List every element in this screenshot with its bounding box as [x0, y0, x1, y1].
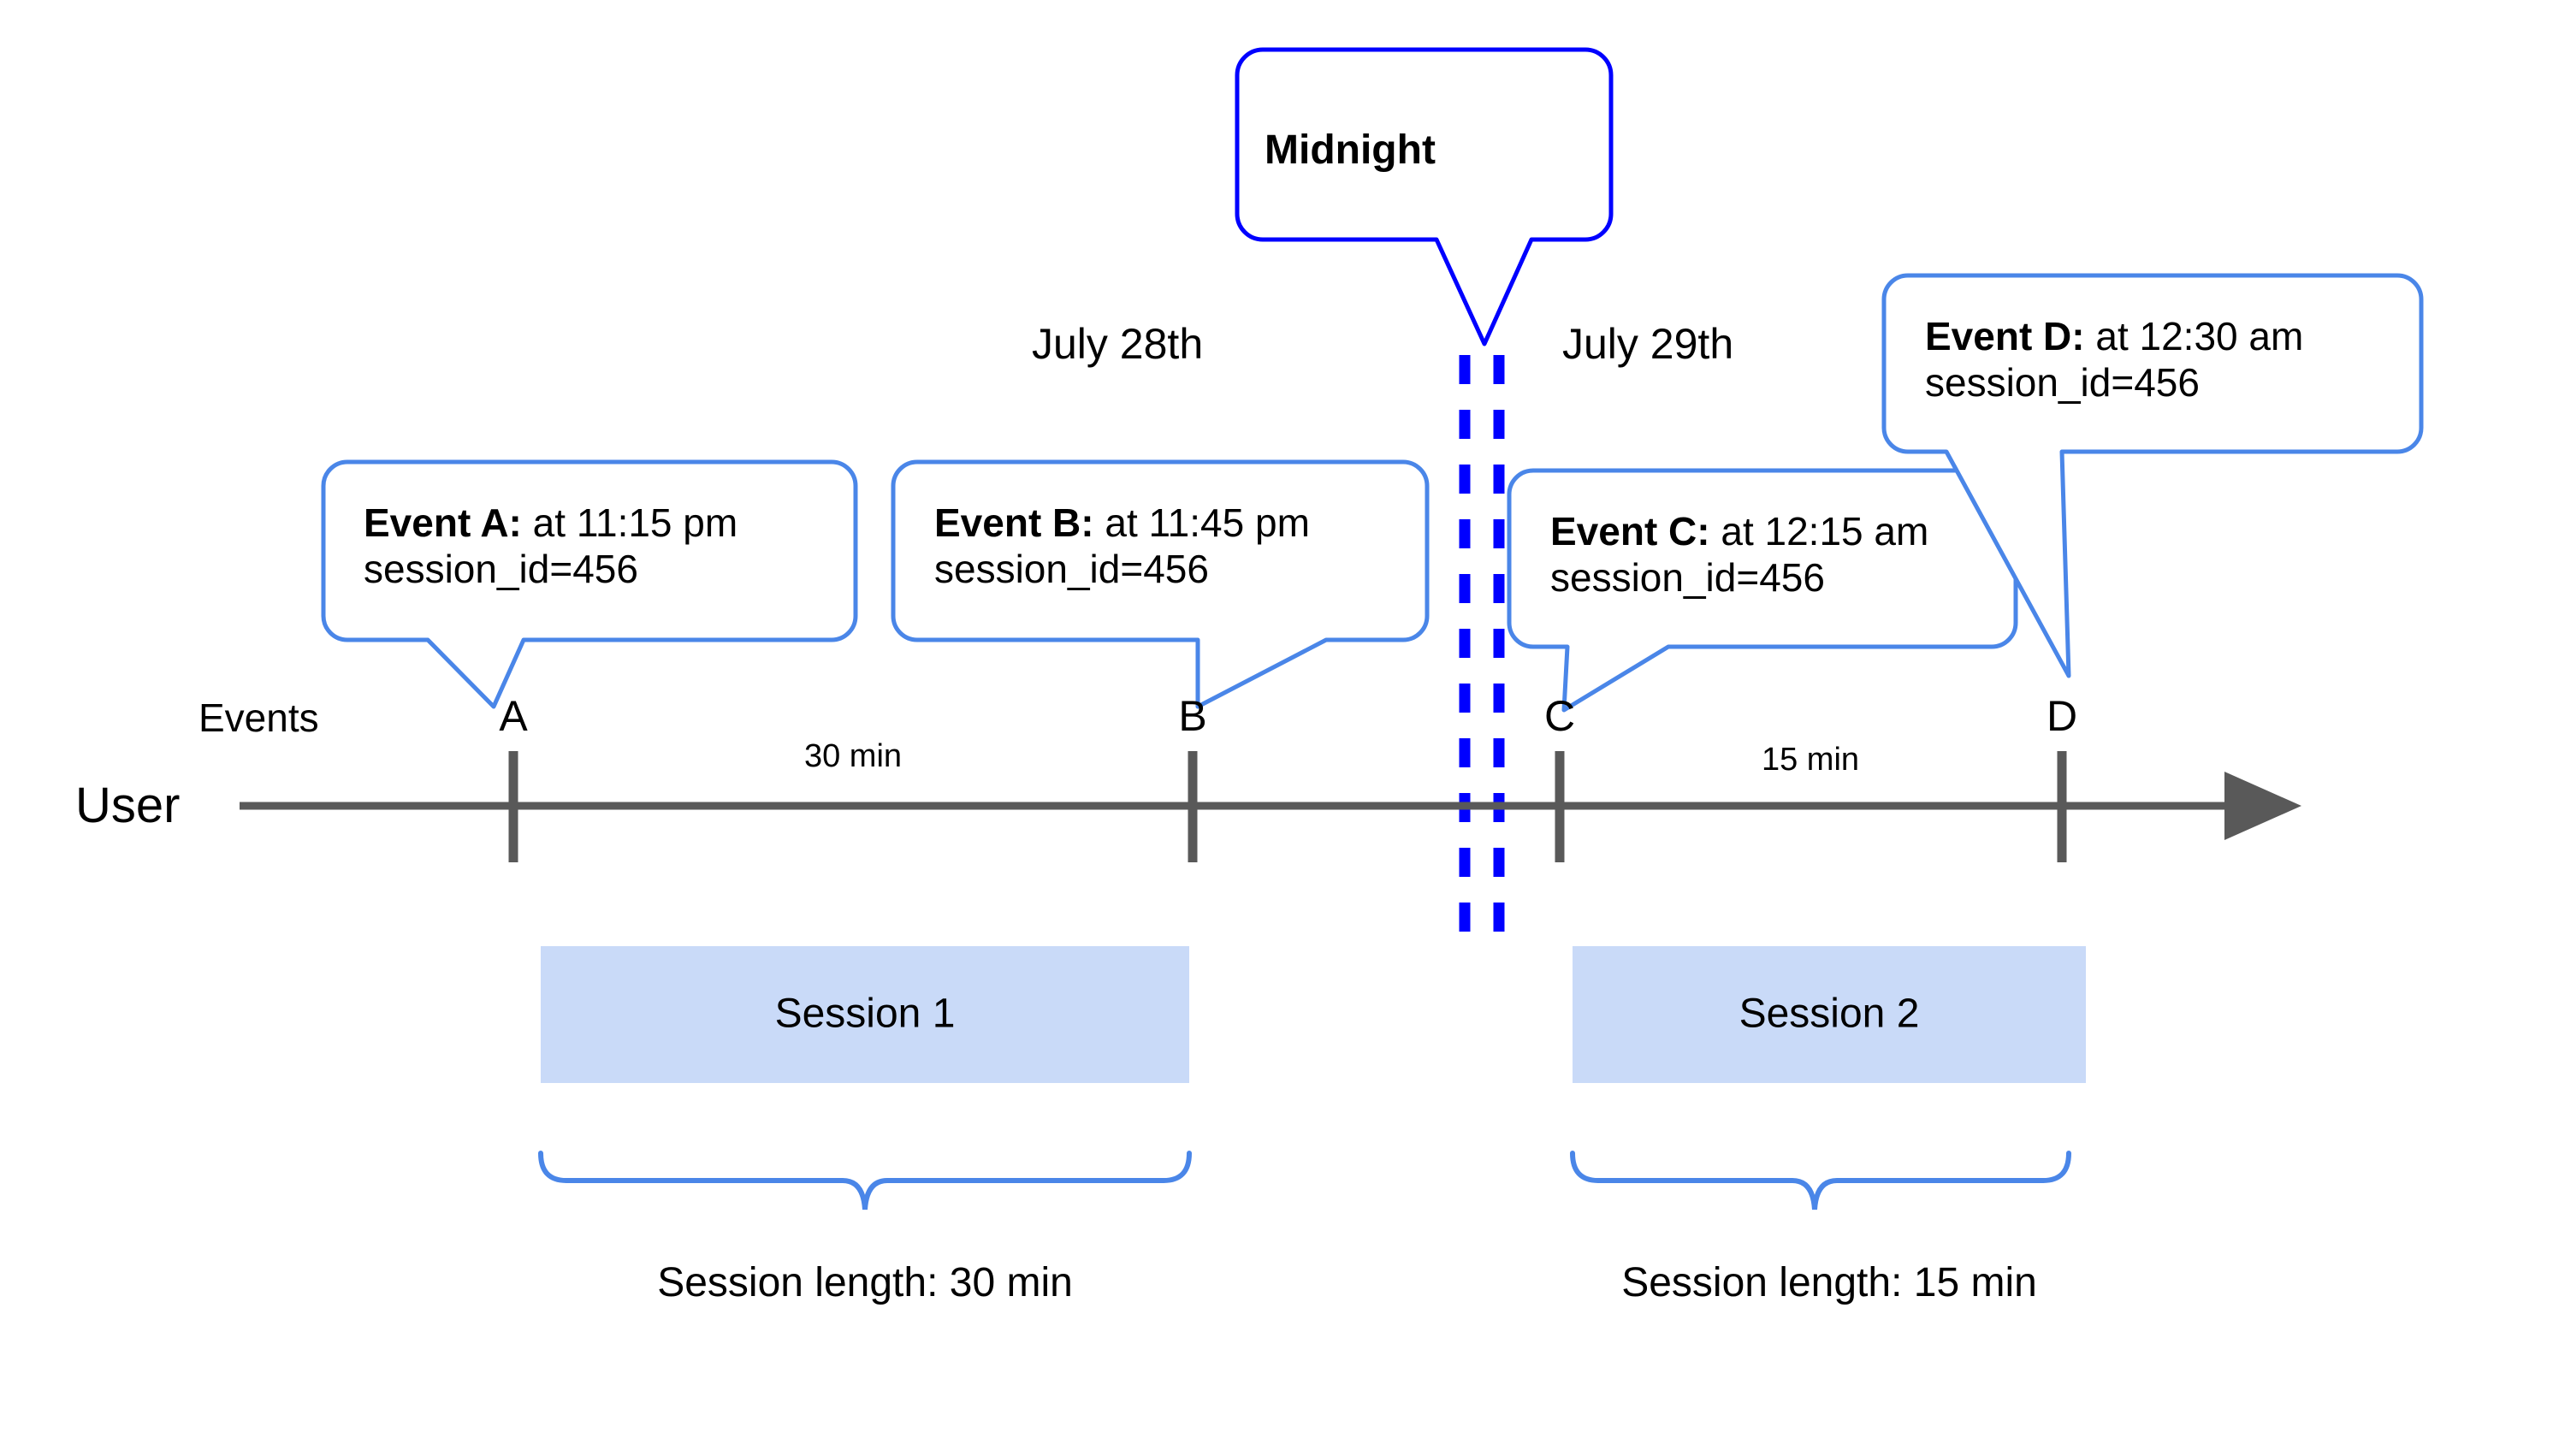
midnight-label: Midnight [1265, 127, 1436, 173]
event-a-callout-text: Event A: at 11:15 pm session_id=456 [364, 500, 737, 593]
interval-label-a-b: 30 min [803, 738, 903, 774]
event-d-callout [1881, 273, 2424, 678]
event-c-callout [1507, 468, 2018, 713]
event-b-line-1: Event B: at 11:45 pm [934, 500, 1310, 546]
event-b-callout-shape [891, 459, 1430, 709]
event-c-label: Event C: [1550, 509, 1710, 553]
session-2-label: Session 2 [1739, 991, 1920, 1037]
interval-label-c-d: 15 min [1761, 742, 1860, 778]
event-c-line-1: Event C: at 12:15 am [1550, 508, 1928, 554]
event-marker-label-b: B [1178, 692, 1207, 740]
event-marker-label-c: C [1543, 692, 1576, 740]
event-d-callout-text: Event D: at 12:30 am session_id=456 [1925, 313, 2303, 406]
midnight-callout [1235, 47, 1614, 346]
session-2-box: Session 2 [1573, 946, 2086, 1083]
event-a-line-2: session_id=456 [364, 547, 638, 592]
event-a-callout [321, 459, 858, 709]
session-1-label: Session 1 [774, 991, 956, 1037]
user-lane-label: User [75, 778, 181, 833]
event-b-callout [891, 459, 1430, 709]
session-2-brace [1570, 1151, 2071, 1210]
event-a-line-1: Event A: at 11:15 pm [364, 500, 737, 546]
event-b-line-2: session_id=456 [934, 547, 1209, 592]
event-d-callout-shape [1881, 273, 2424, 678]
event-a-detail: at 11:15 pm [521, 500, 738, 545]
timeline-axis-arrowhead [2224, 772, 2301, 840]
date-label-left: July 28th [1032, 320, 1204, 368]
event-a-label: Event A: [364, 500, 522, 545]
event-marker-label-a: A [499, 692, 528, 740]
date-label-right: July 29th [1562, 320, 1734, 368]
session-2-brace-path [1570, 1151, 2071, 1210]
event-marker-label-d: D [2046, 692, 2078, 740]
event-d-line-1: Event D: at 12:30 am [1925, 313, 2303, 359]
session-1-box: Session 1 [541, 946, 1189, 1083]
session-2-box-inner: Session 2 [1573, 991, 2086, 1039]
event-b-label: Event B: [934, 500, 1094, 545]
event-c-callout-text: Event C: at 12:15 am session_id=456 [1550, 508, 1928, 601]
session-2-length-label: Session length: 15 min [1621, 1260, 2037, 1305]
event-c-callout-shape [1507, 468, 2018, 713]
timeline-event-ticks [508, 751, 2067, 862]
event-c-detail: at 12:15 am [1709, 509, 1929, 553]
session-1-length-label: Session length: 30 min [657, 1260, 1073, 1305]
event-b-callout-text: Event B: at 11:45 pm session_id=456 [934, 500, 1310, 593]
event-d-detail: at 12:30 am [2084, 314, 2304, 358]
midnight-callout-shape [1235, 47, 1614, 346]
session-1-brace [538, 1151, 1192, 1210]
event-b-detail: at 11:45 pm [1093, 500, 1310, 545]
timeline-axis [240, 772, 2301, 840]
event-d-line-2: session_id=456 [1925, 360, 2200, 405]
event-a-callout-shape [321, 459, 858, 709]
event-d-label: Event D: [1925, 314, 2085, 358]
event-c-line-2: session_id=456 [1550, 555, 1825, 601]
midnight-boundary-lines [1459, 355, 1505, 932]
session-1-box-inner: Session 1 [541, 991, 1189, 1039]
session-1-brace-path [538, 1151, 1192, 1210]
events-row-label: Events [198, 695, 319, 740]
